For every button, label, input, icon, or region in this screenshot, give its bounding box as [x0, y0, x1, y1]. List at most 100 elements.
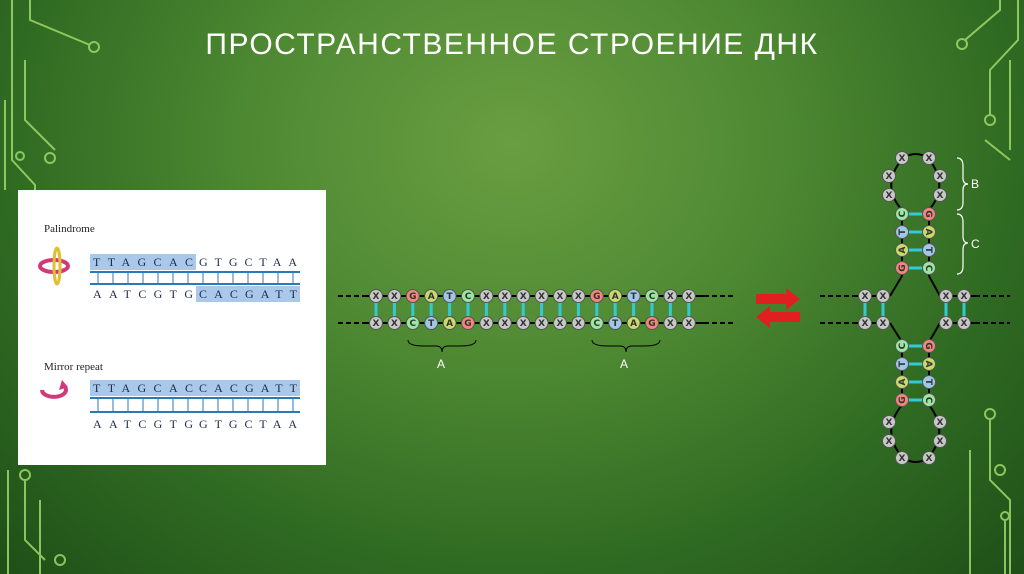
- nucleotide-top-15: C: [645, 289, 659, 303]
- cruciform-structure: B C: [820, 153, 1010, 463]
- svg-text:X: X: [391, 319, 398, 329]
- nucleotide-bottom-7: X: [497, 316, 512, 330]
- svg-text:T: T: [612, 319, 619, 329]
- lower-loop-3: X: [933, 434, 947, 448]
- upper-loop-1: X: [922, 151, 936, 165]
- svg-text:A: A: [630, 319, 637, 329]
- equilibrium-arrows-icon: [756, 288, 800, 328]
- svg-text:G: G: [898, 396, 908, 403]
- svg-text:X: X: [961, 319, 968, 329]
- svg-text:X: X: [520, 319, 527, 329]
- svg-text:X: X: [886, 418, 893, 428]
- nucleotide-bottom-17: X: [681, 316, 696, 330]
- svg-text:X: X: [685, 292, 692, 302]
- nucleotide-top-14: T: [626, 289, 641, 303]
- svg-text:X: X: [886, 437, 893, 447]
- upper-stem-left-3: G: [895, 261, 909, 275]
- cruciform-arm-bottom-0: X: [858, 316, 872, 330]
- svg-text:X: X: [667, 292, 674, 302]
- bracket-a-right: A: [591, 339, 661, 371]
- svg-text:T: T: [923, 379, 933, 386]
- svg-text:X: X: [943, 292, 950, 302]
- lower-stem-right-2: T: [922, 375, 936, 389]
- cruciform-arm-top-3: X: [957, 289, 971, 303]
- lower-stem-right-0: G: [922, 339, 936, 353]
- nucleotide-bottom-16: X: [663, 316, 678, 330]
- upper-loop-2: X: [882, 169, 896, 183]
- cruciform-arm-top-2: X: [939, 289, 953, 303]
- svg-text:X: X: [937, 437, 944, 447]
- nucleotide-top-6: X: [479, 289, 494, 303]
- lower-stem-left-1: T: [895, 357, 909, 371]
- lower-loop-1: X: [933, 415, 947, 429]
- svg-text:C: C: [923, 265, 933, 272]
- svg-text:X: X: [373, 319, 380, 329]
- svg-text:T: T: [923, 247, 933, 254]
- svg-text:X: X: [937, 191, 944, 201]
- nucleotide-top-5: C: [461, 289, 475, 303]
- nucleotide-bottom-0: X: [369, 316, 383, 330]
- cruciform-arm-top-0: X: [858, 289, 872, 303]
- upper-stem-right-2: T: [922, 243, 936, 257]
- svg-text:A: A: [923, 361, 933, 368]
- mirror-icon: [40, 380, 68, 399]
- lower-stem-left-3: G: [895, 393, 909, 407]
- svg-text:X: X: [886, 172, 893, 182]
- svg-text:X: X: [899, 454, 906, 464]
- svg-text:X: X: [961, 292, 968, 302]
- nucleotide-bottom-14: A: [626, 316, 641, 330]
- nucleotide-bottom-8: X: [516, 316, 531, 330]
- nucleotide-top-4: T: [442, 289, 457, 303]
- upper-stem-right-0: G: [922, 207, 936, 221]
- upper-stem-right-3: C: [922, 261, 936, 275]
- nucleotide-top-7: X: [497, 289, 512, 303]
- svg-text:X: X: [483, 292, 490, 302]
- mirror-label: Mirror repeat: [44, 361, 103, 373]
- svg-text:X: X: [862, 319, 869, 329]
- svg-text:G: G: [464, 319, 471, 329]
- svg-text:G: G: [593, 292, 600, 302]
- nucleotide-bottom-2: C: [405, 316, 420, 330]
- svg-text:X: X: [943, 319, 950, 329]
- svg-text:X: X: [373, 292, 380, 302]
- svg-text:C: C: [649, 292, 656, 302]
- nucleotide-top-10: X: [553, 289, 567, 303]
- svg-text:T: T: [898, 360, 908, 367]
- svg-text:X: X: [937, 418, 944, 428]
- svg-text:X: X: [880, 292, 887, 302]
- svg-text:X: X: [926, 154, 933, 164]
- svg-text:T: T: [898, 228, 908, 235]
- svg-text:X: X: [886, 191, 893, 201]
- svg-text:C: C: [465, 292, 472, 302]
- nucleotide-top-8: X: [516, 289, 531, 303]
- svg-text:G: G: [409, 292, 416, 302]
- lower-stem-left-0: C: [895, 339, 909, 353]
- svg-text:C: C: [898, 210, 908, 217]
- svg-text:G: G: [898, 264, 908, 271]
- nucleotide-bottom-15: G: [645, 316, 659, 330]
- nucleotide-top-17: X: [681, 289, 696, 303]
- bracket-label-a-2: A: [620, 357, 628, 371]
- svg-text:A: A: [923, 229, 933, 236]
- bracket-label-a-1: A: [437, 357, 445, 371]
- lower-stem-right-1: A: [922, 357, 936, 371]
- svg-text:A: A: [612, 292, 619, 302]
- svg-text:T: T: [447, 292, 454, 302]
- nucleotide-bottom-6: X: [479, 316, 494, 330]
- nucleotide-top-1: X: [387, 289, 402, 303]
- svg-text:X: X: [685, 319, 692, 329]
- cruciform-arm-bottom-3: X: [957, 316, 971, 330]
- nucleotide-bottom-1: X: [387, 316, 402, 330]
- svg-text:X: X: [520, 292, 527, 302]
- bracket-a-left: A: [407, 339, 477, 371]
- svg-text:T: T: [428, 319, 435, 329]
- palindrome-panel: Palindrome TTAGCAC GTGCTAA AATCGTG CACGA…: [18, 190, 326, 465]
- svg-text:C: C: [923, 397, 933, 404]
- nucleotide-bottom-9: X: [534, 316, 549, 330]
- upper-stem-left-1: T: [895, 225, 909, 239]
- palindrome-label: Palindrome: [44, 223, 95, 235]
- cruciform-label-b: B: [971, 177, 979, 191]
- upper-loop-5: X: [933, 188, 947, 202]
- svg-text:C: C: [409, 319, 416, 329]
